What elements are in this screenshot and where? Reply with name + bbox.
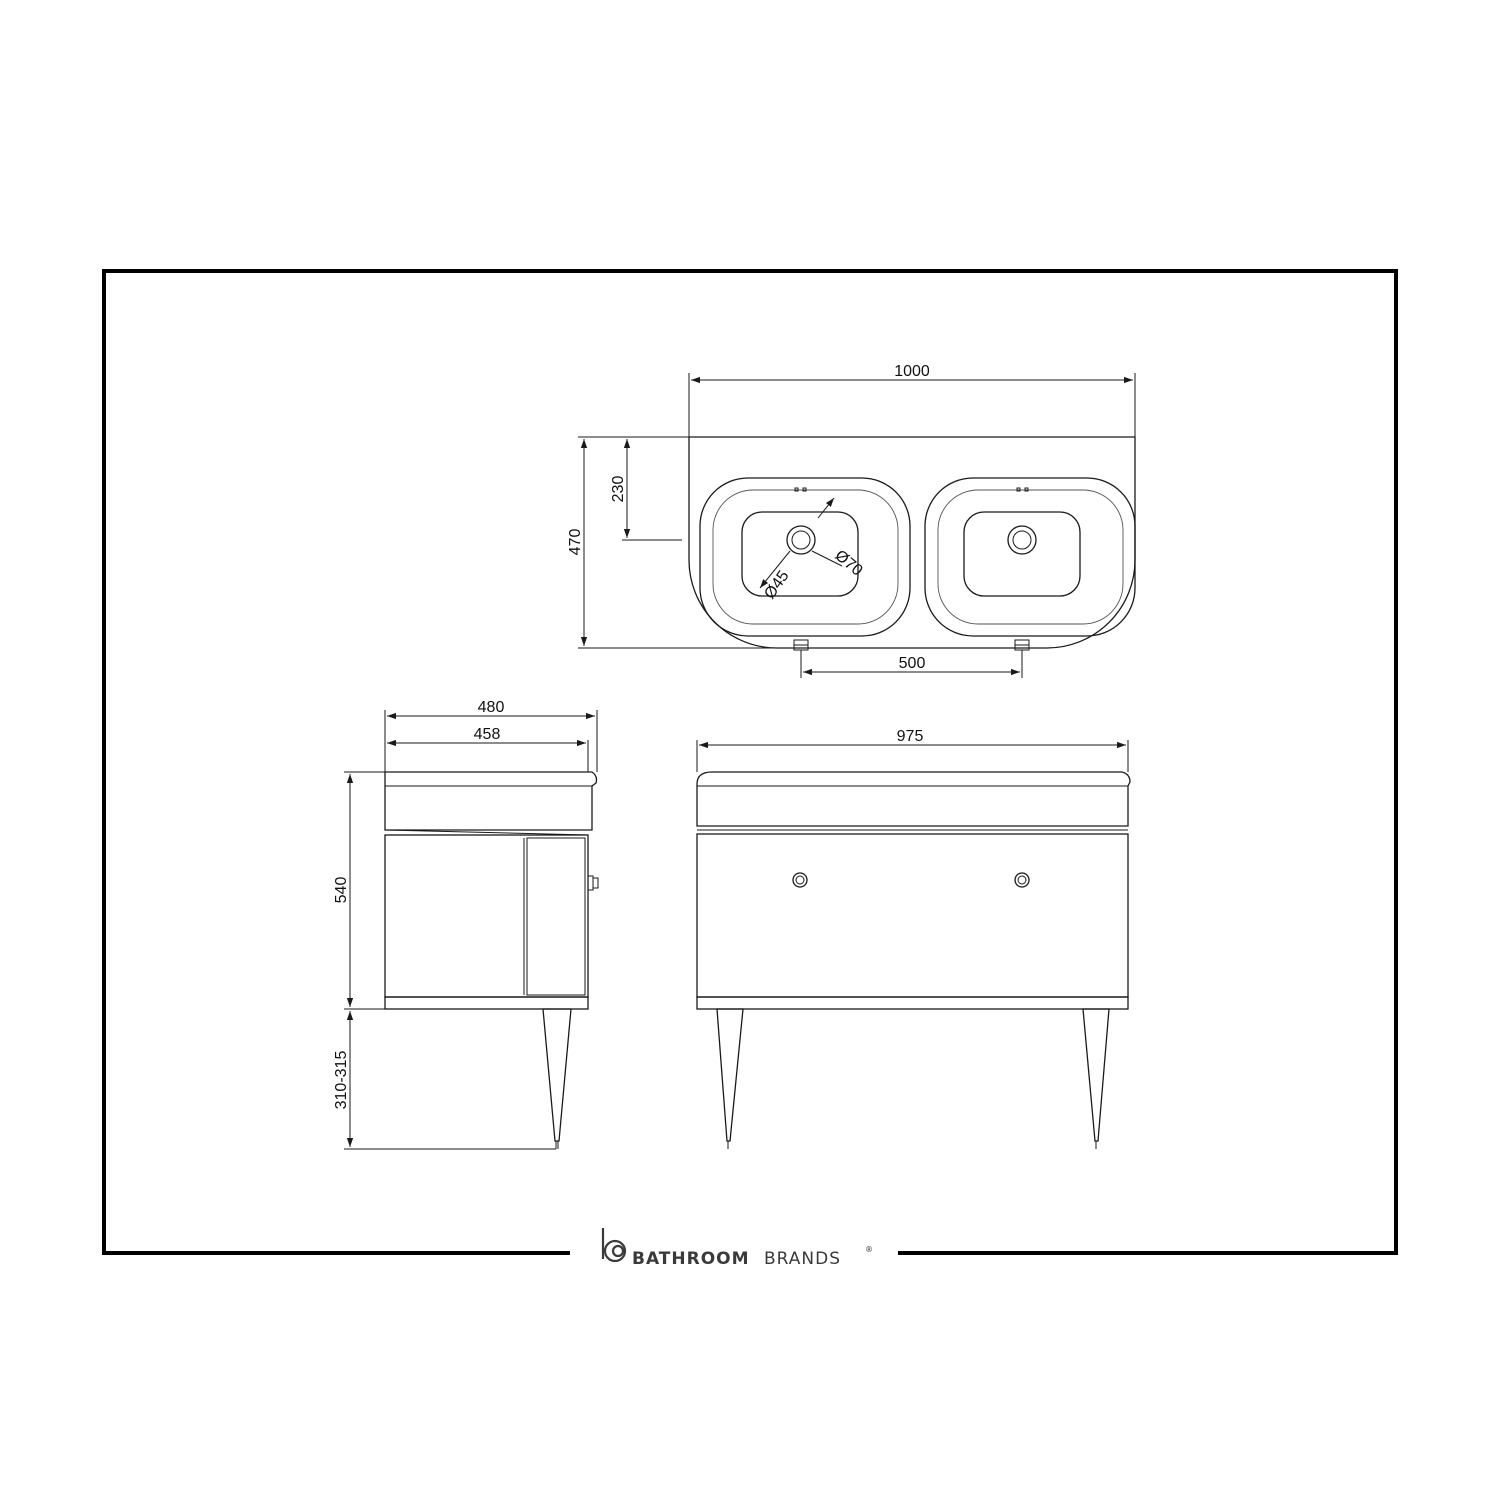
right-basin xyxy=(924,477,1136,637)
brand-name-bold: BATHROOM xyxy=(632,1249,750,1269)
countertop-outline xyxy=(688,436,1136,649)
brand-name-light: BRANDS xyxy=(764,1249,841,1269)
dimension-230: 230 xyxy=(610,439,682,541)
side-view: 480 458 540 310-315 xyxy=(333,699,599,1150)
waste-diameter-leader xyxy=(759,550,791,589)
brand-b-icon xyxy=(601,1228,627,1263)
dimension-500: 500 xyxy=(800,650,1023,678)
dimension-310-315: 310-315 xyxy=(333,1011,556,1150)
front-left-leg xyxy=(716,1008,744,1142)
dimension-470: 470 xyxy=(567,436,777,649)
svg-text:310-315: 310-315 xyxy=(333,1051,350,1110)
top-view: Ø45 Ø70 1000 xyxy=(567,363,1136,678)
left-waste-outer xyxy=(786,525,816,555)
right-drawer-knob xyxy=(1014,872,1030,888)
outer-diameter-leader xyxy=(817,497,835,519)
brand-logo: BATHROOM BRANDS ® xyxy=(601,1228,873,1269)
svg-text:500: 500 xyxy=(899,655,926,672)
svg-text:1000: 1000 xyxy=(894,363,930,380)
right-waste-inner xyxy=(1012,530,1032,550)
brand-registered-mark: ® xyxy=(865,1245,873,1254)
front-view: 975 xyxy=(696,728,1131,1149)
front-right-leg xyxy=(1082,1008,1110,1142)
outer-diameter-label: Ø70 xyxy=(831,547,865,580)
svg-text:480: 480 xyxy=(478,699,505,716)
page-frame xyxy=(102,269,1398,1255)
left-basin: Ø45 Ø70 xyxy=(699,477,911,637)
dimension-480: 480 xyxy=(384,699,598,772)
left-drawer-knob xyxy=(792,872,808,888)
svg-text:470: 470 xyxy=(567,529,584,556)
svg-text:975: 975 xyxy=(897,728,924,745)
svg-text:230: 230 xyxy=(610,476,627,503)
dimension-1000: 1000 xyxy=(688,363,1136,437)
side-leg xyxy=(542,1008,572,1142)
dimension-975: 975 xyxy=(696,728,1129,772)
dimension-540: 540 xyxy=(333,771,385,1010)
right-waste-outer xyxy=(1007,525,1037,555)
waste-diameter-label: Ø45 xyxy=(761,568,792,603)
dimension-458: 458 xyxy=(387,726,589,772)
svg-text:458: 458 xyxy=(474,726,501,743)
svg-text:540: 540 xyxy=(333,877,350,904)
left-waste-inner xyxy=(791,530,811,550)
